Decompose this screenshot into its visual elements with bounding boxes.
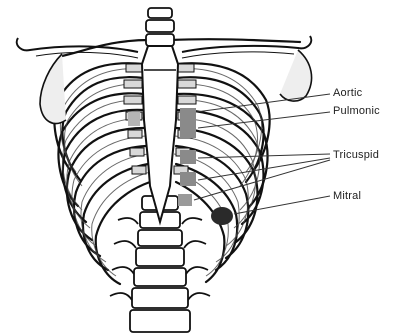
label-mitral: Mitral	[333, 191, 361, 202]
site-pulmonic-area	[180, 108, 196, 138]
scapula-right	[280, 50, 312, 101]
site-mitral-area	[211, 207, 233, 225]
clavicle-left	[17, 38, 138, 52]
site-aortic-area	[128, 112, 140, 126]
rib-right-1	[170, 39, 300, 42]
site-tricuspid-area-2	[180, 172, 196, 186]
scapula-left	[40, 54, 66, 123]
label-tricuspid: Tricuspid	[333, 150, 379, 161]
label-aortic: Aortic	[333, 88, 362, 99]
label-pulmonic: Pulmonic	[333, 106, 380, 117]
site-tricuspid-area-3	[178, 194, 192, 206]
leader-line-tricuspid	[198, 154, 330, 158]
site-tricuspid-area-1	[180, 150, 196, 164]
